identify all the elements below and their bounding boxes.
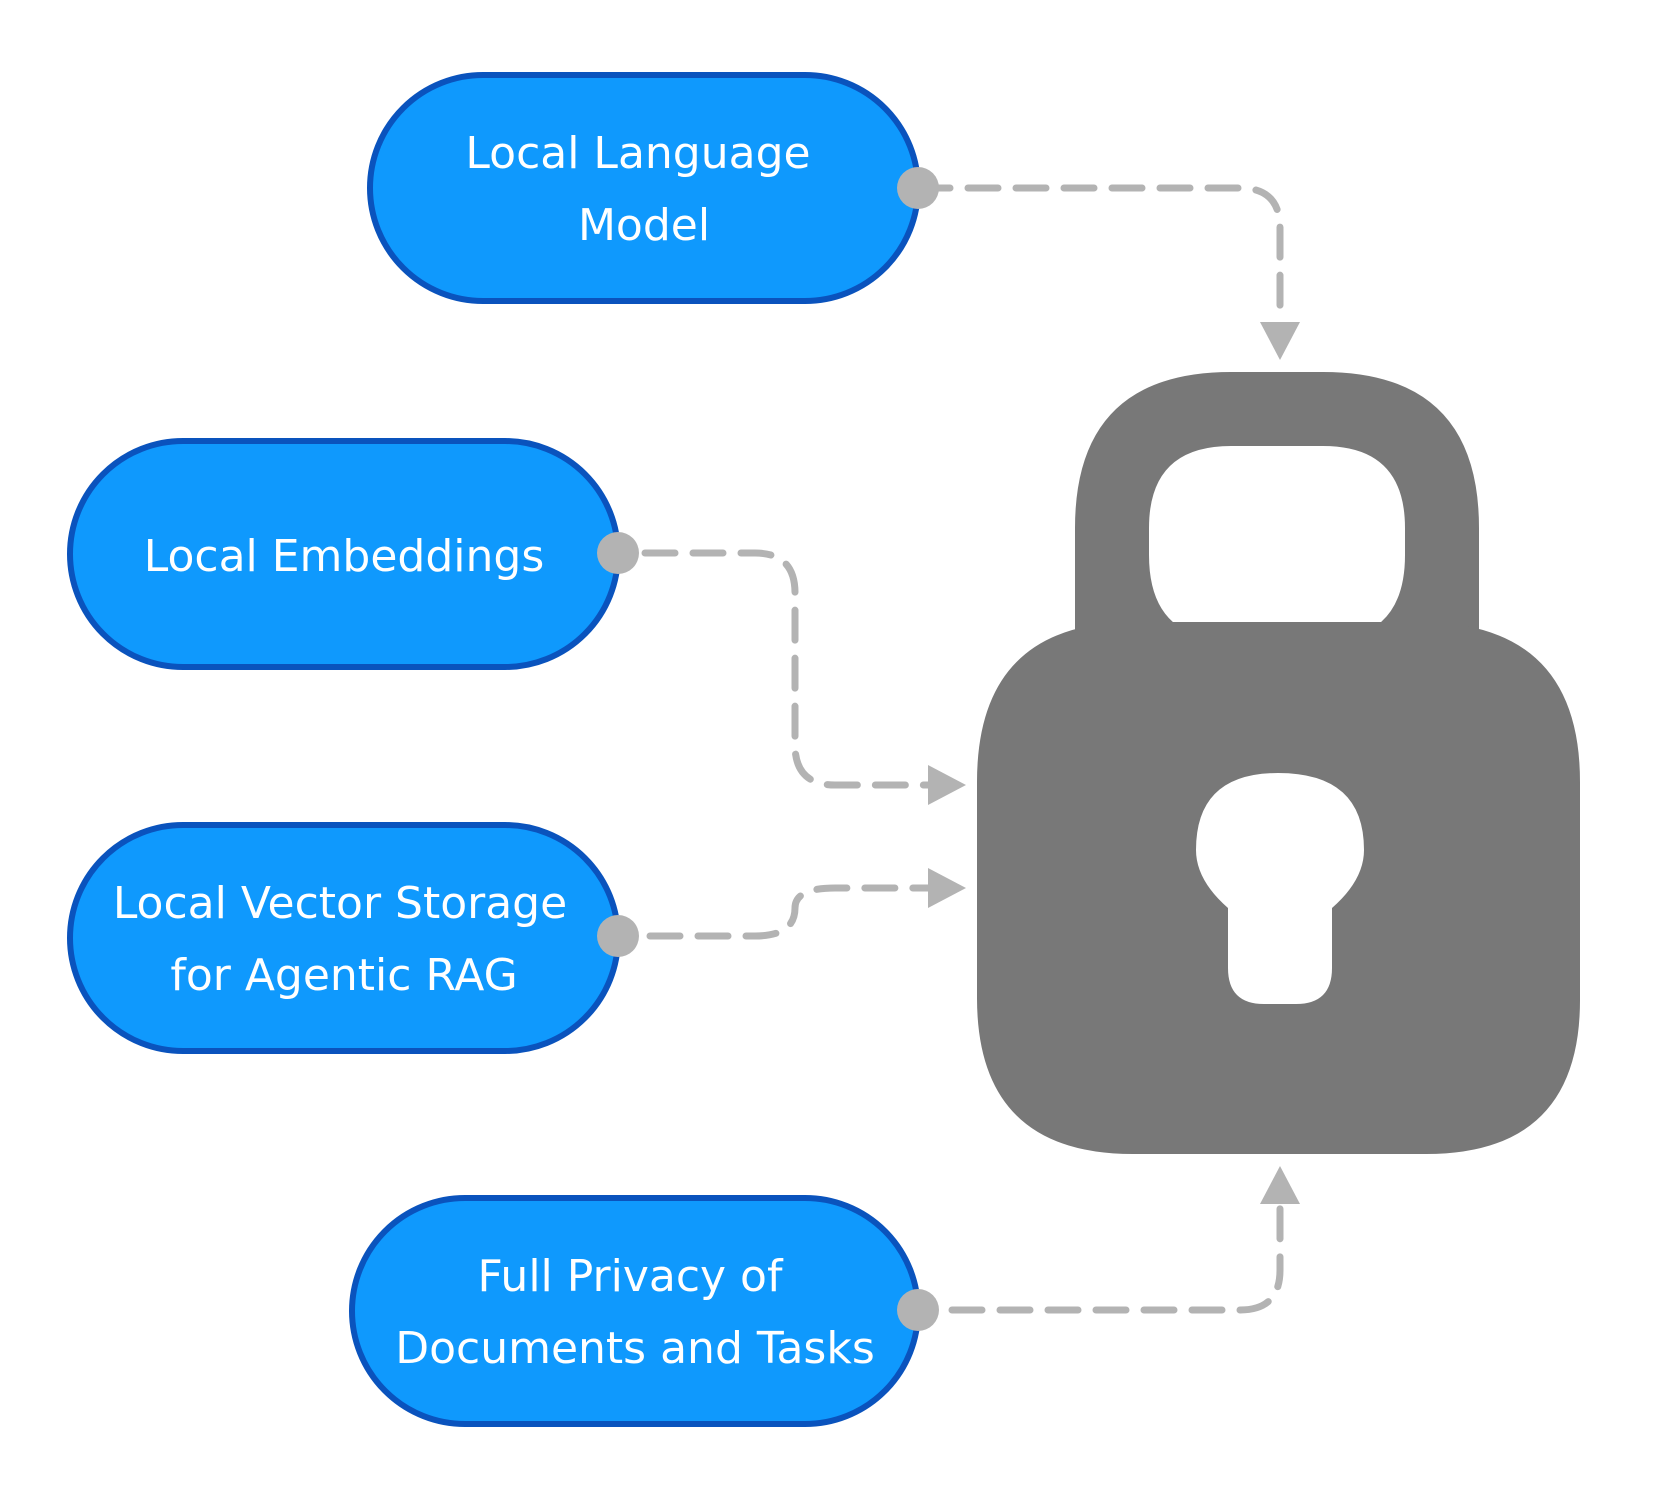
node-label-line: Local Language bbox=[465, 128, 810, 179]
arrowhead-left-upper bbox=[928, 765, 966, 805]
port-dot bbox=[597, 532, 639, 574]
edge-embeddings-to-lock bbox=[641, 549, 932, 789]
edge-language-model-to-lock bbox=[916, 184, 1284, 322]
arrowhead-top bbox=[1260, 322, 1300, 360]
port-dot bbox=[897, 1289, 939, 1331]
port-dot bbox=[597, 915, 639, 957]
arrowhead-bottom bbox=[1260, 1166, 1300, 1204]
edge-vector-storage-to-lock bbox=[646, 884, 932, 940]
node-full-privacy[interactable]: Full Privacy of Documents and Tasks bbox=[349, 1195, 939, 1427]
connectors bbox=[641, 184, 1300, 1314]
node-label-line: Documents and Tasks bbox=[395, 1323, 875, 1374]
node-local-embeddings[interactable]: Local Embeddings bbox=[67, 438, 639, 670]
node-label-line: Model bbox=[578, 200, 710, 251]
padlock-body bbox=[977, 622, 1580, 1154]
node-label-line: for Agentic RAG bbox=[170, 950, 517, 1001]
node-label-line: Local Embeddings bbox=[144, 531, 545, 582]
node-label-line: Full Privacy of bbox=[478, 1251, 784, 1302]
arrowhead-left-lower bbox=[928, 868, 966, 908]
padlock-shackle bbox=[1075, 372, 1479, 700]
node-label-line: Local Vector Storage bbox=[113, 878, 567, 929]
port-dot bbox=[897, 167, 939, 209]
padlock-icon bbox=[977, 372, 1580, 1154]
node-local-vector-storage[interactable]: Local Vector Storage for Agentic RAG bbox=[67, 822, 639, 1054]
edge-full-privacy-to-lock bbox=[948, 1204, 1284, 1314]
node-local-language-model[interactable]: Local Language Model bbox=[367, 72, 939, 304]
